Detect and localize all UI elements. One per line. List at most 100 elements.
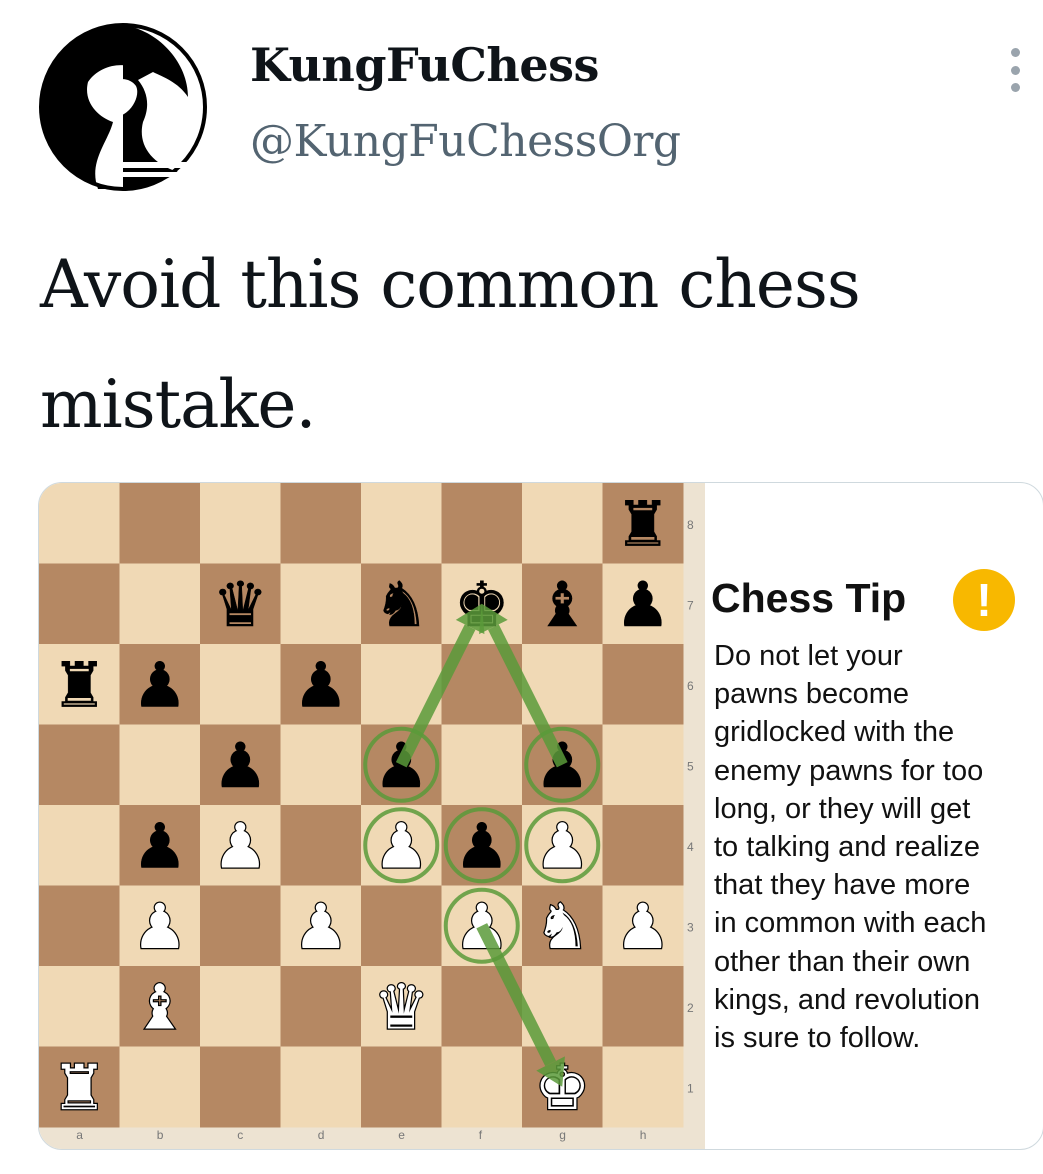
board-square-c4 (200, 805, 281, 886)
board-square-a3 (39, 885, 120, 967)
black-pawn-icon: ♟ (293, 648, 349, 721)
board-square-b6 (119, 644, 201, 725)
file-label: d (318, 1128, 325, 1142)
rank-label: 7 (687, 599, 694, 613)
board-square-c1 (200, 1046, 281, 1128)
black-queen-icon: ♛ (212, 568, 268, 641)
board-square-d1 (280, 1046, 362, 1128)
board-square-c2 (200, 966, 281, 1047)
file-label: c (237, 1128, 243, 1142)
author-display-name[interactable]: KungFuChess (250, 38, 599, 92)
board-square-h5 (602, 724, 684, 806)
author-handle[interactable]: @KungFuChessOrg (250, 116, 681, 167)
tip-line: to talking and realize (714, 831, 980, 864)
more-dot (1010, 83, 1020, 92)
tip-line: Do not let your (714, 640, 903, 672)
board-square-h8 (602, 483, 684, 564)
rank-label: 1 (687, 1082, 694, 1096)
highlight-ring (443, 807, 520, 884)
rank-label: 2 (687, 1001, 694, 1015)
tip-line: pawns become (714, 678, 910, 711)
board-square-h4 (602, 805, 684, 886)
board-square-b2 (119, 966, 201, 1047)
board-square-d3 (280, 885, 362, 967)
more-dot (1010, 48, 1020, 57)
board-square-b8 (119, 483, 201, 564)
tweet-image[interactable]: 87654321abcdefgh♜♛♞♚♝♟♜♟♟♟♟♟♟♟♟♟♟♟♟♟♞♟♝♛… (38, 482, 1043, 1150)
tip-line: kings, and revolution (714, 983, 980, 1016)
white-bishop-icon: ♝ (132, 970, 188, 1043)
chess-board-panel: 87654321abcdefgh♜♛♞♚♝♟♜♟♟♟♟♟♟♟♟♟♟♟♟♟♞♟♝♛… (39, 483, 705, 1149)
rank-label: 3 (687, 921, 694, 935)
white-pawn-icon: ♟ (534, 809, 590, 882)
rank-label: 4 (687, 840, 694, 854)
black-pawn-icon: ♟ (132, 809, 188, 882)
black-rook-icon: ♜ (615, 487, 671, 560)
highlight-ring (363, 726, 440, 803)
board-square-d4 (280, 805, 362, 886)
board-square-b7 (119, 563, 201, 645)
tweet-text: Avoid this common chess mistake. (40, 246, 861, 443)
highlight-ring (524, 726, 601, 803)
black-rook-icon: ♜ (51, 648, 107, 721)
board-square-f1 (441, 1046, 523, 1128)
alert-icon: ! (953, 569, 1015, 631)
board-square-f8 (441, 483, 523, 564)
board-square-e2 (361, 966, 442, 1047)
board-square-d2 (280, 966, 362, 1047)
white-pawn-icon: ♟ (132, 890, 188, 963)
black-pawn-icon: ♟ (373, 729, 429, 802)
file-label: b (157, 1128, 164, 1142)
white-pawn-icon: ♟ (615, 890, 671, 963)
white-rook-icon: ♜ (51, 1051, 107, 1124)
white-queen-icon: ♛ (373, 970, 429, 1043)
file-label: a (76, 1128, 83, 1142)
board-square-g7 (522, 563, 603, 645)
highlight-ring (363, 807, 440, 884)
rank-label: 6 (687, 679, 694, 693)
move-arrow (476, 923, 556, 1067)
more-options-icon[interactable] (1000, 48, 1030, 92)
board-square-g8 (522, 483, 603, 564)
white-knight-icon: ♞ (534, 890, 590, 963)
board-square-c5 (200, 724, 281, 806)
board-square-b4 (119, 805, 201, 886)
move-arrow (395, 624, 476, 768)
board-square-f5 (441, 724, 523, 806)
file-label: g (559, 1128, 566, 1142)
black-bishop-icon: ♝ (534, 568, 590, 641)
move-arrow (488, 624, 568, 768)
board-square-d6 (280, 644, 362, 725)
chess-tip-title: Chess Tip (711, 575, 907, 621)
tip-line: gridlocked with the (714, 716, 955, 749)
highlight-ring (443, 887, 520, 964)
more-dot (1010, 65, 1020, 75)
black-knight-icon: ♞ (373, 568, 429, 641)
file-label: e (398, 1128, 405, 1142)
white-pawn-icon: ♟ (293, 890, 349, 963)
knight-logo-icon[interactable] (38, 22, 208, 192)
board-square-b5 (119, 724, 201, 806)
black-pawn-icon: ♟ (534, 729, 590, 802)
rank-label: 5 (687, 760, 694, 774)
board-square-a4 (39, 805, 120, 886)
board-square-d5 (280, 724, 362, 806)
board-square-e7 (361, 563, 442, 645)
tip-line: is sure to follow. (714, 1022, 921, 1055)
file-label: h (640, 1128, 647, 1142)
board-square-c8 (200, 483, 281, 564)
tip-line: that they have more (714, 869, 971, 902)
board-square-a1 (39, 1046, 120, 1128)
board-square-h6 (602, 644, 684, 725)
board-square-e8 (361, 483, 442, 564)
board-square-e1 (361, 1046, 442, 1128)
board-square-a6 (39, 644, 120, 725)
file-label: f (479, 1128, 483, 1142)
arrow-head (536, 1056, 565, 1087)
board-square-d7 (280, 563, 362, 645)
board-square-h7 (602, 563, 684, 645)
board-square-a2 (39, 966, 120, 1047)
arrow-head (455, 603, 485, 635)
chess-board: 87654321abcdefgh♜♛♞♚♝♟♜♟♟♟♟♟♟♟♟♟♟♟♟♟♞♟♝♛… (39, 483, 694, 1142)
tip-line: other than their own (714, 945, 971, 978)
